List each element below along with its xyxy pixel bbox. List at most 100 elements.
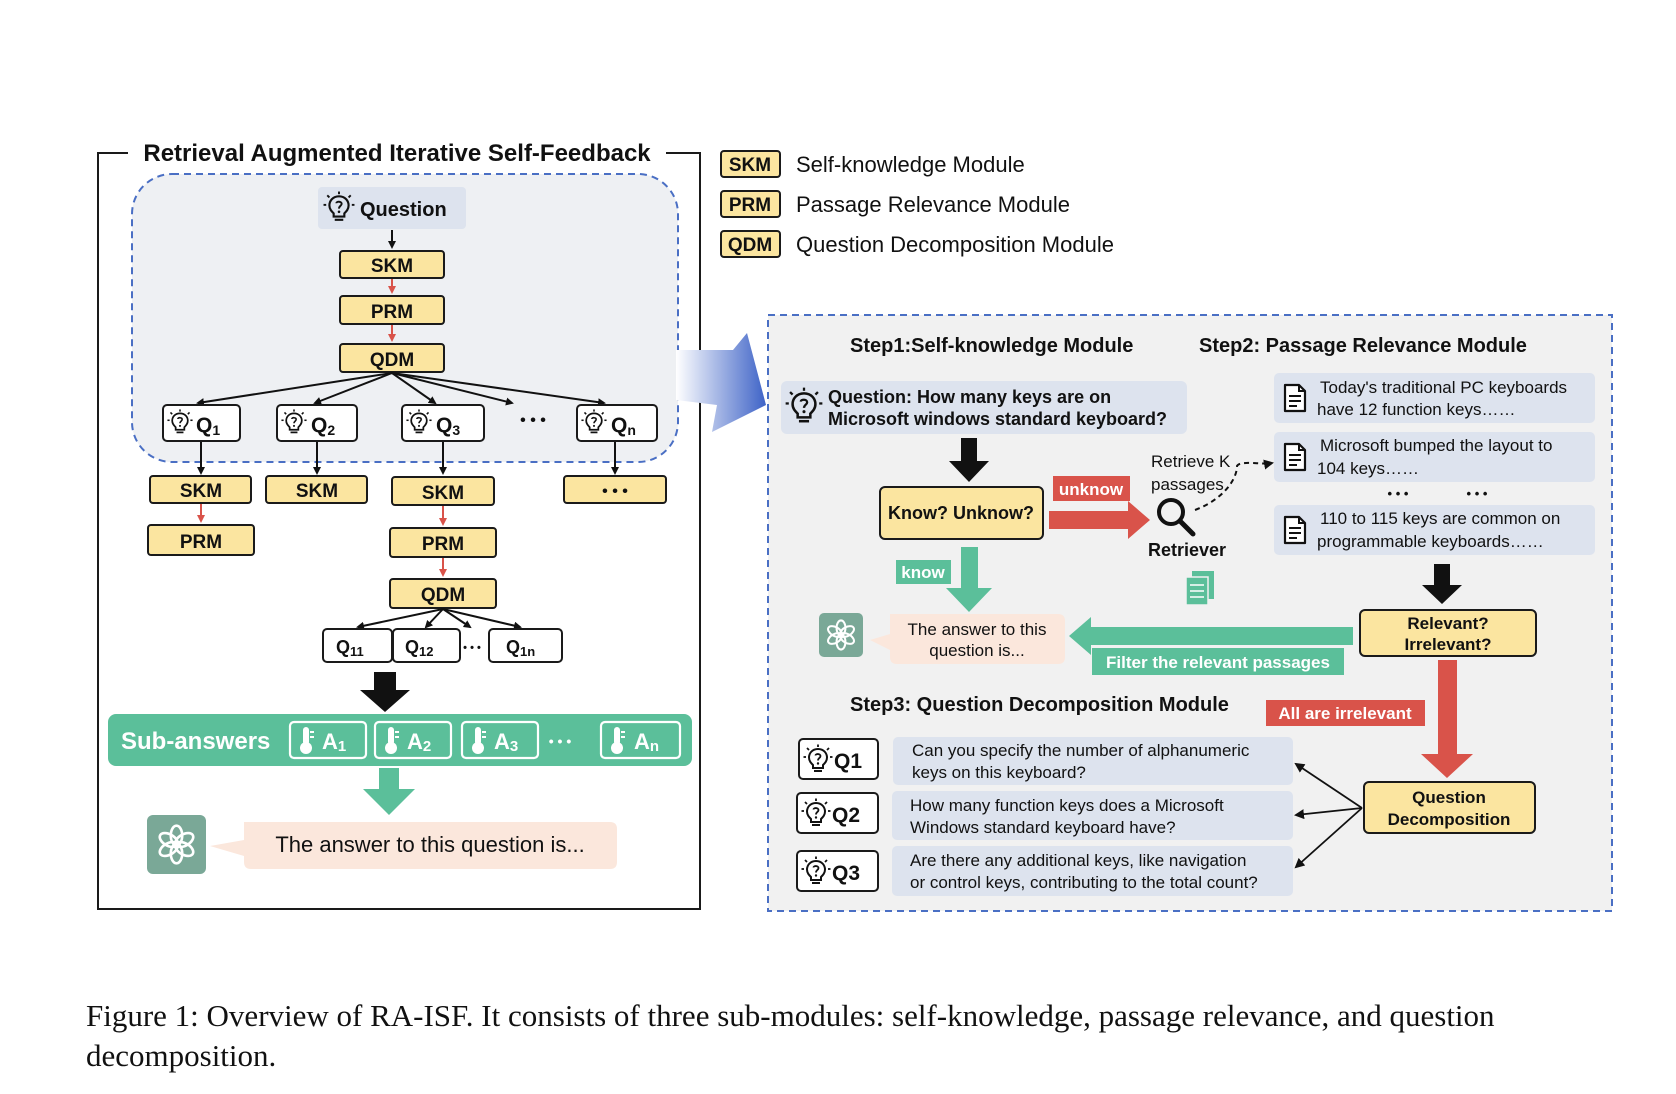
svg-text:A3: A3 <box>494 729 518 755</box>
q3-qdm-label: QDM <box>421 585 465 606</box>
level2-ellipsis: • • • <box>463 642 481 654</box>
fan-arrow-q2 <box>313 372 393 405</box>
passages-to-relevant-arrow <box>1422 564 1462 604</box>
sub-answers-bar <box>108 714 692 766</box>
passage-1: Today's traditional PC keyboards have 12… <box>1274 373 1595 423</box>
q1n-main: Q <box>506 637 520 657</box>
passages-document-icon <box>1185 571 1214 606</box>
step1-question-line2: Microsoft windows standard keyboard? <box>828 409 1167 429</box>
decomp-question-3: Q3 Are there any additional keys, like n… <box>796 846 1293 896</box>
svg-text:Q1: Q1 <box>196 414 220 438</box>
sub-answer-a3: A3 <box>460 720 540 760</box>
q1-main: Q <box>196 414 212 437</box>
q1-skm-label: SKM <box>180 481 222 502</box>
step1-question-line1: Question: How many keys are on <box>828 387 1111 407</box>
legend-qdm-name: Question Decomposition Module <box>796 232 1114 257</box>
a3-sub: 3 <box>510 738 518 755</box>
legend-skm-name: Self-knowledge Module <box>796 152 1025 177</box>
question-label: Question <box>360 199 447 221</box>
final-answer-bubble <box>210 822 617 869</box>
know-tag <box>896 560 951 584</box>
decomp-q3-line1: Are there any additional keys, like navi… <box>910 851 1246 870</box>
svg-text:An: An <box>634 729 659 755</box>
left-panel: Retrieval Augmented Iterative Self-Feedb… <box>97 140 701 910</box>
relevant-line2: Irrelevant? <box>1405 635 1492 654</box>
sub-answers-ellipsis: • • • <box>549 733 572 749</box>
step1-answer-line2: question is... <box>929 641 1024 660</box>
a3-main: A <box>494 729 510 754</box>
legend-qdm-tag <box>720 230 781 258</box>
sub-question-q1: Q1 <box>162 404 241 442</box>
an-sub: n <box>650 738 659 755</box>
sub-question-q1n: Q1n <box>488 628 563 663</box>
legend-prm-name: Passage Relevance Module <box>796 192 1070 217</box>
qdm-box <box>339 343 445 373</box>
sub-answer-an: An <box>599 720 682 760</box>
prm-label: PRM <box>371 302 413 323</box>
q1-prm-label: PRM <box>180 532 222 553</box>
qn-main: Q <box>611 414 627 437</box>
retrieve-dashed-arrow <box>1194 459 1274 511</box>
retrieve-line1: Retrieve K <box>1151 452 1231 471</box>
sub-answer-a1: A1 <box>288 720 368 760</box>
left-panel-title: Retrieval Augmented Iterative Self-Feedb… <box>143 140 651 167</box>
passage-dots-2: • • • <box>1467 486 1488 501</box>
right-panel: Step1:Self-knowledge Module Step2: Passa… <box>767 314 1613 912</box>
question-box <box>318 187 466 229</box>
q1n-sub: 1n <box>520 644 535 659</box>
know-unknow-box <box>879 486 1044 540</box>
step1-answer-line1: The answer to this <box>908 620 1047 639</box>
q2-skm-box <box>265 475 368 504</box>
relevant-line1: Relevant? <box>1407 614 1488 633</box>
step3-title: Step3: Question Decomposition Module <box>850 694 1229 716</box>
decomp-q2-tag: Q2 <box>832 804 860 827</box>
q2-skm-label: SKM <box>296 481 338 502</box>
sub-question-ellipsis: • • • <box>520 412 546 429</box>
q3-main: Q <box>436 414 452 437</box>
svg-text:Q3: Q3 <box>436 414 460 438</box>
q1-prm-box <box>147 524 255 556</box>
a2-sub: 2 <box>423 738 431 755</box>
irrelevant-arrow <box>1421 660 1473 778</box>
decomp-q2-line1: How many function keys does a Microsoft <box>910 796 1224 815</box>
a1-main: A <box>322 729 338 754</box>
qn-sub: n <box>627 422 636 438</box>
passage-3: 110 to 115 keys are common on programmab… <box>1274 505 1595 555</box>
magnifier-icon <box>1157 498 1196 537</box>
qn-dots-label: • • • <box>602 483 628 500</box>
legend-prm-tag-label: PRM <box>729 195 771 216</box>
sub-question-q12: Q12 <box>392 628 461 663</box>
unknow-arrow <box>1049 501 1150 539</box>
document-icon <box>1283 442 1307 472</box>
filter-tag <box>1092 648 1344 675</box>
retrieve-line2: passages <box>1151 475 1224 494</box>
zoom-connector-arrow <box>676 333 766 432</box>
q1-skm-box <box>149 475 252 504</box>
to-final-answer-arrow <box>363 768 415 815</box>
sub-question-q3: Q3 <box>401 404 485 442</box>
prm-box <box>339 295 445 325</box>
decomp-question-1: Q1 Can you specify the number of alphanu… <box>798 737 1293 785</box>
unknow-label: unknow <box>1059 480 1124 499</box>
legend-qdm-tag-label: QDM <box>728 235 772 256</box>
know-arrow <box>946 547 992 612</box>
retriever-label: Retriever <box>1148 540 1226 560</box>
fan-arrow-dots-2 <box>442 608 472 629</box>
legend-skm-tag-label: SKM <box>729 155 771 176</box>
q2-sub: 2 <box>327 422 335 438</box>
passage-1-line1: Today's traditional PC keyboards <box>1320 378 1567 397</box>
q12-sub: 12 <box>419 644 433 659</box>
step1-answer-bubble <box>870 614 1065 664</box>
fan-arrow-q11 <box>356 608 444 630</box>
decomp-q3-tag: Q3 <box>832 862 860 885</box>
svg-text:Q2: Q2 <box>311 414 335 438</box>
q2-main: Q <box>311 414 327 437</box>
to-sub-answers-arrow <box>360 672 410 712</box>
q11-sub: 11 <box>350 644 364 659</box>
fan-arrow-q1n <box>442 608 522 630</box>
svg-text:Q1n: Q1n <box>506 637 535 659</box>
svg-text:Q12: Q12 <box>405 637 433 659</box>
qdm-label: QDM <box>370 350 414 371</box>
an-main: A <box>634 729 650 754</box>
q12-main: Q <box>405 637 419 657</box>
